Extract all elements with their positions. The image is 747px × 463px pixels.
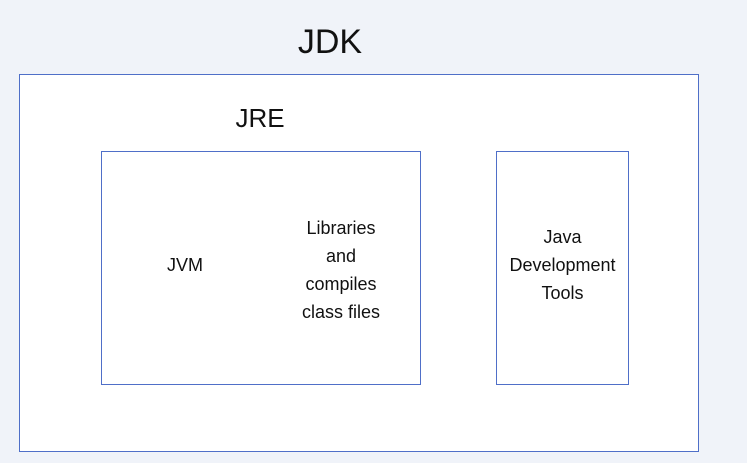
jre-box: [101, 151, 421, 385]
libraries-line-4: class files: [301, 302, 381, 322]
dev-tools-line-3: Tools: [541, 283, 584, 303]
dev-tools-line-2: Development: [509, 255, 616, 275]
libraries-line-3: compiles: [305, 274, 377, 294]
dev-tools-box: [496, 151, 629, 385]
dev-tools-label: Java Development Tools: [498, 223, 627, 307]
libraries-label: Libraries and compiles class files: [280, 214, 402, 326]
libraries-line-2: and: [325, 246, 357, 266]
jdk-label: JDK: [297, 23, 363, 61]
jre-label: JRE: [235, 103, 285, 133]
dev-tools-line-1: Java: [543, 227, 582, 247]
jvm-label: JVM: [167, 255, 203, 275]
libraries-line-1: Libraries: [306, 218, 376, 238]
